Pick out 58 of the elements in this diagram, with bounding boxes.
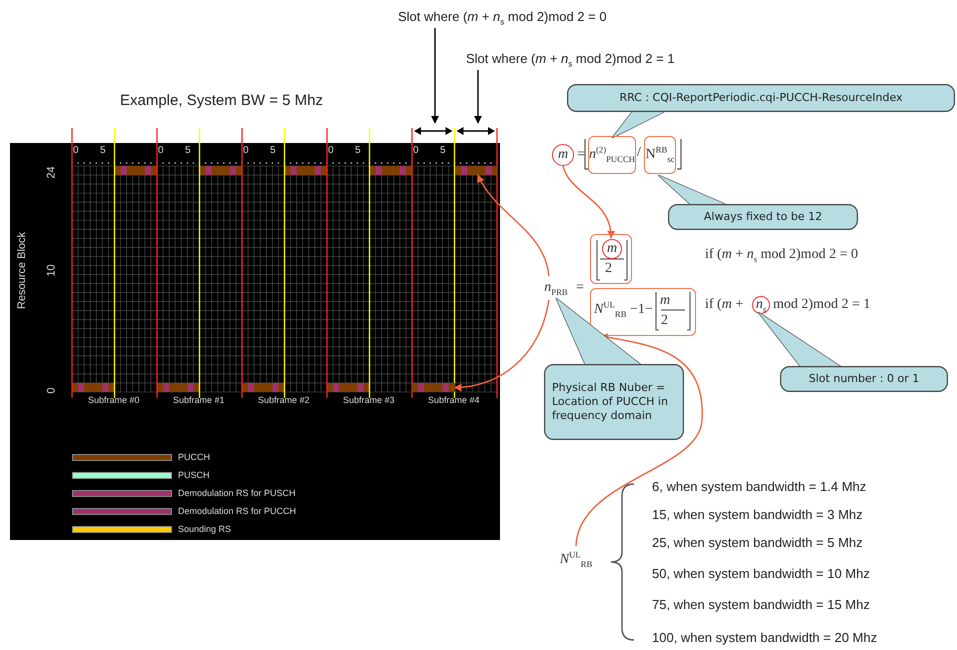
axis-tick: 0 xyxy=(328,146,334,156)
slot-caption: Slot where (m + n$_{s}$ mod 2)mod 2 = 0 xyxy=(398,6,648,28)
subframe-label: Subframe #3 xyxy=(343,396,395,405)
formula-text: m xyxy=(660,294,670,308)
highlight-circle: m xyxy=(602,239,622,259)
axis-title: Resource Block xyxy=(16,231,28,309)
condition-text: mod 2)mod 2 = 1 xyxy=(773,298,870,312)
condition-text: if (m + xyxy=(705,298,744,312)
legend-label: PUSCH xyxy=(178,471,210,480)
legend-label: Demodulation RS for PUCCH xyxy=(178,507,296,516)
callout-text: RRC : CQI-ReportPeriodic.cqi-PUCCH-ResourceIndex xyxy=(619,90,903,106)
bandwidth-option: 25, when system bandwidth = 5 Mhz xyxy=(652,535,863,551)
legend-label: Demodulation RS for PUSCH xyxy=(178,489,296,498)
connector-arrow xyxy=(562,166,614,239)
connector-arrow xyxy=(575,333,703,546)
axis-tick: 0 xyxy=(243,146,249,156)
connector-arrow xyxy=(477,174,550,276)
formula-text: = xyxy=(577,148,585,162)
axis-tick: 5 xyxy=(185,146,191,156)
slot-caption: Slot where (m + n$_{s}$ mod 2)mod 2 = 1 xyxy=(466,48,716,70)
subframe-label: Subframe #2 xyxy=(258,396,310,405)
bandwidth-option: 100, when system bandwidth = 20 Mhz xyxy=(652,630,878,646)
formula-text: 2 xyxy=(661,314,668,328)
callout-text: Slot number : 0 or 1 xyxy=(808,372,920,386)
formula-symbol: n$_{PRB}$ xyxy=(538,276,574,300)
axis-tick: 5 xyxy=(440,146,446,156)
formula-text: N$^{UL}$$_{RB}$ −1− xyxy=(594,303,653,317)
axis-tick: 10 xyxy=(46,264,58,276)
axis-tick: 0 xyxy=(73,146,79,156)
callout-text: Physical RB Nuber = Location of PUCCH in frequency domain xyxy=(552,380,669,424)
formula-text: 2 xyxy=(605,262,612,276)
highlight-box xyxy=(590,234,632,284)
callout-text: Always fixed to be 12 xyxy=(704,210,822,224)
axis-tick: 24 xyxy=(46,166,58,178)
legend-label: Sounding RS xyxy=(178,525,232,534)
axis-tick: 5 xyxy=(355,146,361,156)
arrow xyxy=(431,28,439,124)
legend-label: PUCCH xyxy=(178,453,210,462)
highlight-circle: m xyxy=(552,144,574,166)
bandwidth-option: 75, when system bandwidth = 15 Mhz xyxy=(652,597,870,613)
condition-text: if (m + n$_{s}$ mod 2)mod 2 = 0 xyxy=(705,248,858,262)
arrow xyxy=(474,70,482,124)
subframe-label: Subframe #4 xyxy=(428,396,480,405)
bandwidth-option: 6, when system bandwidth = 1.4 Mhz xyxy=(652,479,866,495)
axis-tick: 5 xyxy=(100,146,106,156)
bandwidth-option: 15, when system bandwidth = 3 Mhz xyxy=(652,507,863,523)
formula-text: = xyxy=(576,281,584,295)
axis-tick: 0 xyxy=(46,386,58,394)
pucch-block xyxy=(454,166,497,176)
bandwidth-option: 50, when system bandwidth = 10 Mhz xyxy=(652,566,870,582)
connector-arrow xyxy=(454,300,550,392)
axis-tick: 0 xyxy=(158,146,164,156)
axis-tick: 0 xyxy=(413,146,419,156)
axis-tick: 5 xyxy=(270,146,276,156)
subframe-label: Subframe #0 xyxy=(88,396,140,405)
chart-title: Example, System BW = 5 Mhz xyxy=(120,92,323,110)
formula-text: / xyxy=(637,146,641,160)
subframe-label: Subframe #1 xyxy=(173,396,225,405)
